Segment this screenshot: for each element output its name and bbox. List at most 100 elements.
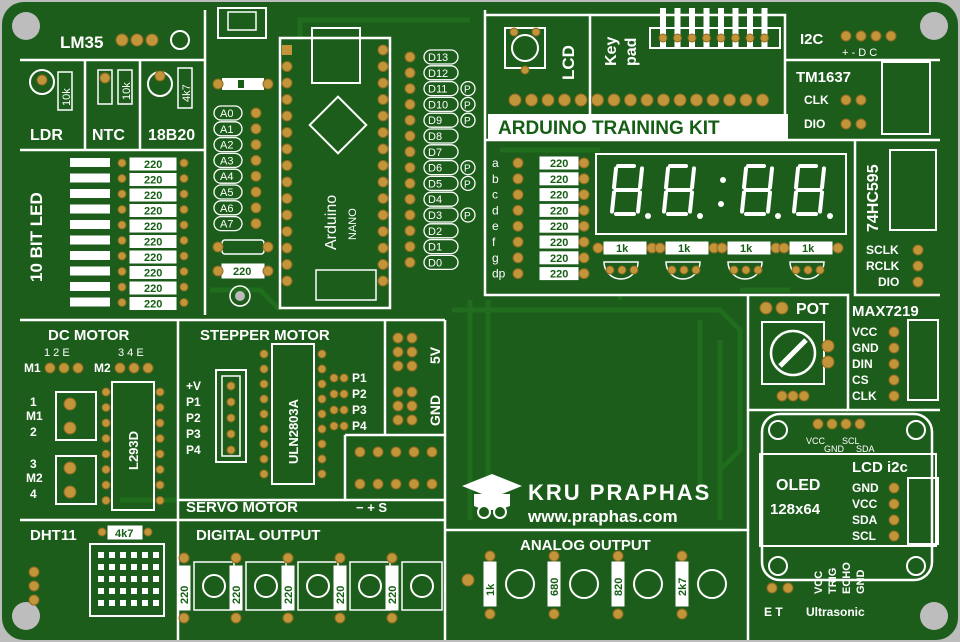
nano-pin [377,44,389,56]
reset-button[interactable] [229,285,251,307]
led-res-value: 220 [144,221,162,233]
ntc-sensor[interactable] [97,69,113,105]
led-res-body [129,173,177,186]
lm35-sensor[interactable] [115,30,190,50]
ic-pin [317,349,327,359]
dout-button-cap [306,574,330,598]
i2c-pins: + - D C [842,47,877,59]
transistor-pad [729,265,739,275]
potentiometer[interactable] [759,301,835,402]
power-gnd-header[interactable] [392,386,418,426]
keypad-header[interactable] [649,8,781,49]
aout-res-body [675,561,689,607]
hc595-header[interactable] [889,149,937,288]
aout-pad [612,550,624,562]
ultrasonic-header[interactable] [766,582,794,594]
digital-output-label: DIGITAL OUTPUT [196,527,320,544]
dc-m2-pins: 3 4 E [118,347,144,359]
stepper-pad [329,405,339,415]
servo-headers[interactable] [354,446,438,490]
led-res-body [129,235,177,248]
seg-res-body [539,188,579,202]
seg-pad [512,268,524,280]
keypad-pad [731,33,740,43]
led-res-value: 220 [144,252,162,264]
transistor-pad [629,265,639,275]
digital-pin-tag [423,159,459,176]
dc-m1-label: M1 [24,361,41,375]
arduino-nano-module[interactable] [278,27,392,310]
dht11-sensor[interactable] [28,543,165,617]
dc-motor-headers[interactable] [44,362,154,374]
dht11-vent [142,552,148,558]
dc-terminal-m2[interactable] [55,455,97,505]
digit-segment [742,166,748,190]
lcd-pad [508,93,522,107]
servo-pins: − + S [356,500,387,515]
analog-pin-label: A1 [220,124,233,136]
dht11-vent [142,576,148,582]
transistor-pad [753,265,763,275]
digit-res-value: 1k [678,243,691,255]
analog-pin-label: A5 [220,187,233,199]
dout-pad [230,612,242,624]
oled-pin-label: SDA [852,513,878,527]
max7219-pin-label: VCC [852,325,878,339]
max7219-header[interactable] [907,319,939,401]
max7219-pad [888,342,900,354]
dht11-vent [98,552,104,558]
led-res-pad [179,220,189,230]
ldr-sensor[interactable] [29,69,55,95]
led-res-body [129,188,177,202]
dout-pad [334,552,346,564]
oled-header[interactable] [907,477,939,545]
dc-terminal-m1[interactable] [55,391,97,441]
seg-res-value: 220 [550,190,568,202]
led-res-body [129,204,177,217]
aout-res-value: 2k7 [677,578,689,596]
ds18b20-sensor[interactable] [147,70,173,97]
dht11-vent [98,588,104,594]
oled-module[interactable] [759,412,937,582]
capacitor [212,239,274,255]
i2c-header[interactable] [840,30,897,42]
digit-segment [740,190,746,214]
nano-brand: Arduino [323,195,340,250]
brand-name: KRU PRAPHAS [528,480,711,505]
lcd-header-pads[interactable] [508,93,769,107]
transistor [789,261,825,280]
lcd-pad [591,93,604,107]
dc-term2-m: M2 [26,471,43,485]
led-segment [70,204,110,214]
power-5v-header[interactable] [392,332,418,372]
led-segment [70,220,110,229]
led-res-pad [117,298,127,307]
led-res-pad [117,205,127,214]
led-segment [70,158,110,167]
lcd-contrast-pot[interactable] [504,27,546,75]
nano-model: NANO [347,208,359,240]
dc-term1-m: M1 [26,409,43,423]
led-segment [70,235,110,245]
ic-pin [155,480,165,490]
dht11-vent [153,588,159,594]
stepper-connector[interactable] [215,369,247,463]
analog-pin-label: A6 [220,203,233,215]
lcd-pad [706,93,720,107]
analog-pin-tag [213,184,243,200]
nano-pin [281,275,293,287]
usb-connector[interactable] [217,7,267,39]
keypad-pad [673,33,682,43]
dc-term2-a: 3 [30,457,37,471]
max7219-pad [888,390,900,402]
nano-pin [281,110,293,122]
tm1637-header[interactable] [840,61,931,135]
oled-pad [888,482,900,494]
hc595-label: 74HC595 [865,164,882,232]
nano-pin [377,77,389,89]
digital-pin-label: D10 [428,99,448,111]
